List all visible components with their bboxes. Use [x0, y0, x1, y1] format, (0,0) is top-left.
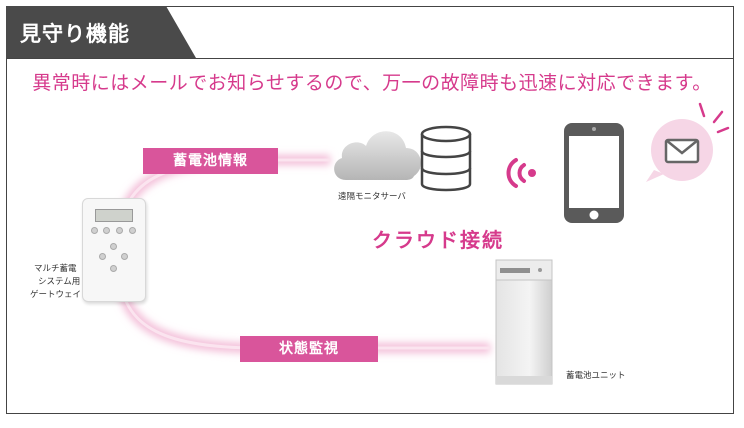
cloud-connection-label: クラウド接続	[372, 228, 504, 252]
gateway-button	[116, 227, 123, 234]
gateway-button	[110, 243, 117, 250]
gateway-display	[95, 209, 133, 222]
battery-unit-label: 蓄電池ユニット	[566, 371, 626, 381]
gateway-button	[129, 227, 136, 234]
server-label: 遠隔モニタサーバ	[338, 192, 406, 202]
gateway-label-line-3: ゲートウェイ	[30, 290, 82, 300]
gateway-device	[82, 198, 146, 302]
wireless-signal-icon	[506, 158, 536, 188]
battery-info-label: 蓄電池情報	[143, 148, 278, 174]
gateway-label-line-2: システム用	[38, 277, 81, 287]
gateway-button	[121, 253, 128, 260]
title-tab	[6, 6, 196, 58]
headline: 異常時にはメールでお知らせするので、万一の故障時も迅速に対応できます。	[32, 72, 712, 94]
battery-unit-device	[495, 259, 553, 385]
gateway-button	[99, 253, 106, 260]
status-monitoring-label: 状態監視	[240, 336, 378, 362]
gateway-button	[110, 265, 117, 272]
database-icon	[420, 125, 472, 192]
gateway-label-line-1: マルチ蓄電	[34, 264, 77, 274]
gateway-button	[91, 227, 98, 234]
page-title: 見守り機能	[20, 22, 130, 46]
smartphone-icon	[564, 123, 624, 223]
cloud-icon	[334, 131, 421, 180]
header-divider	[6, 58, 734, 59]
gateway-button	[103, 227, 110, 234]
mail-notification-icon	[646, 102, 730, 182]
